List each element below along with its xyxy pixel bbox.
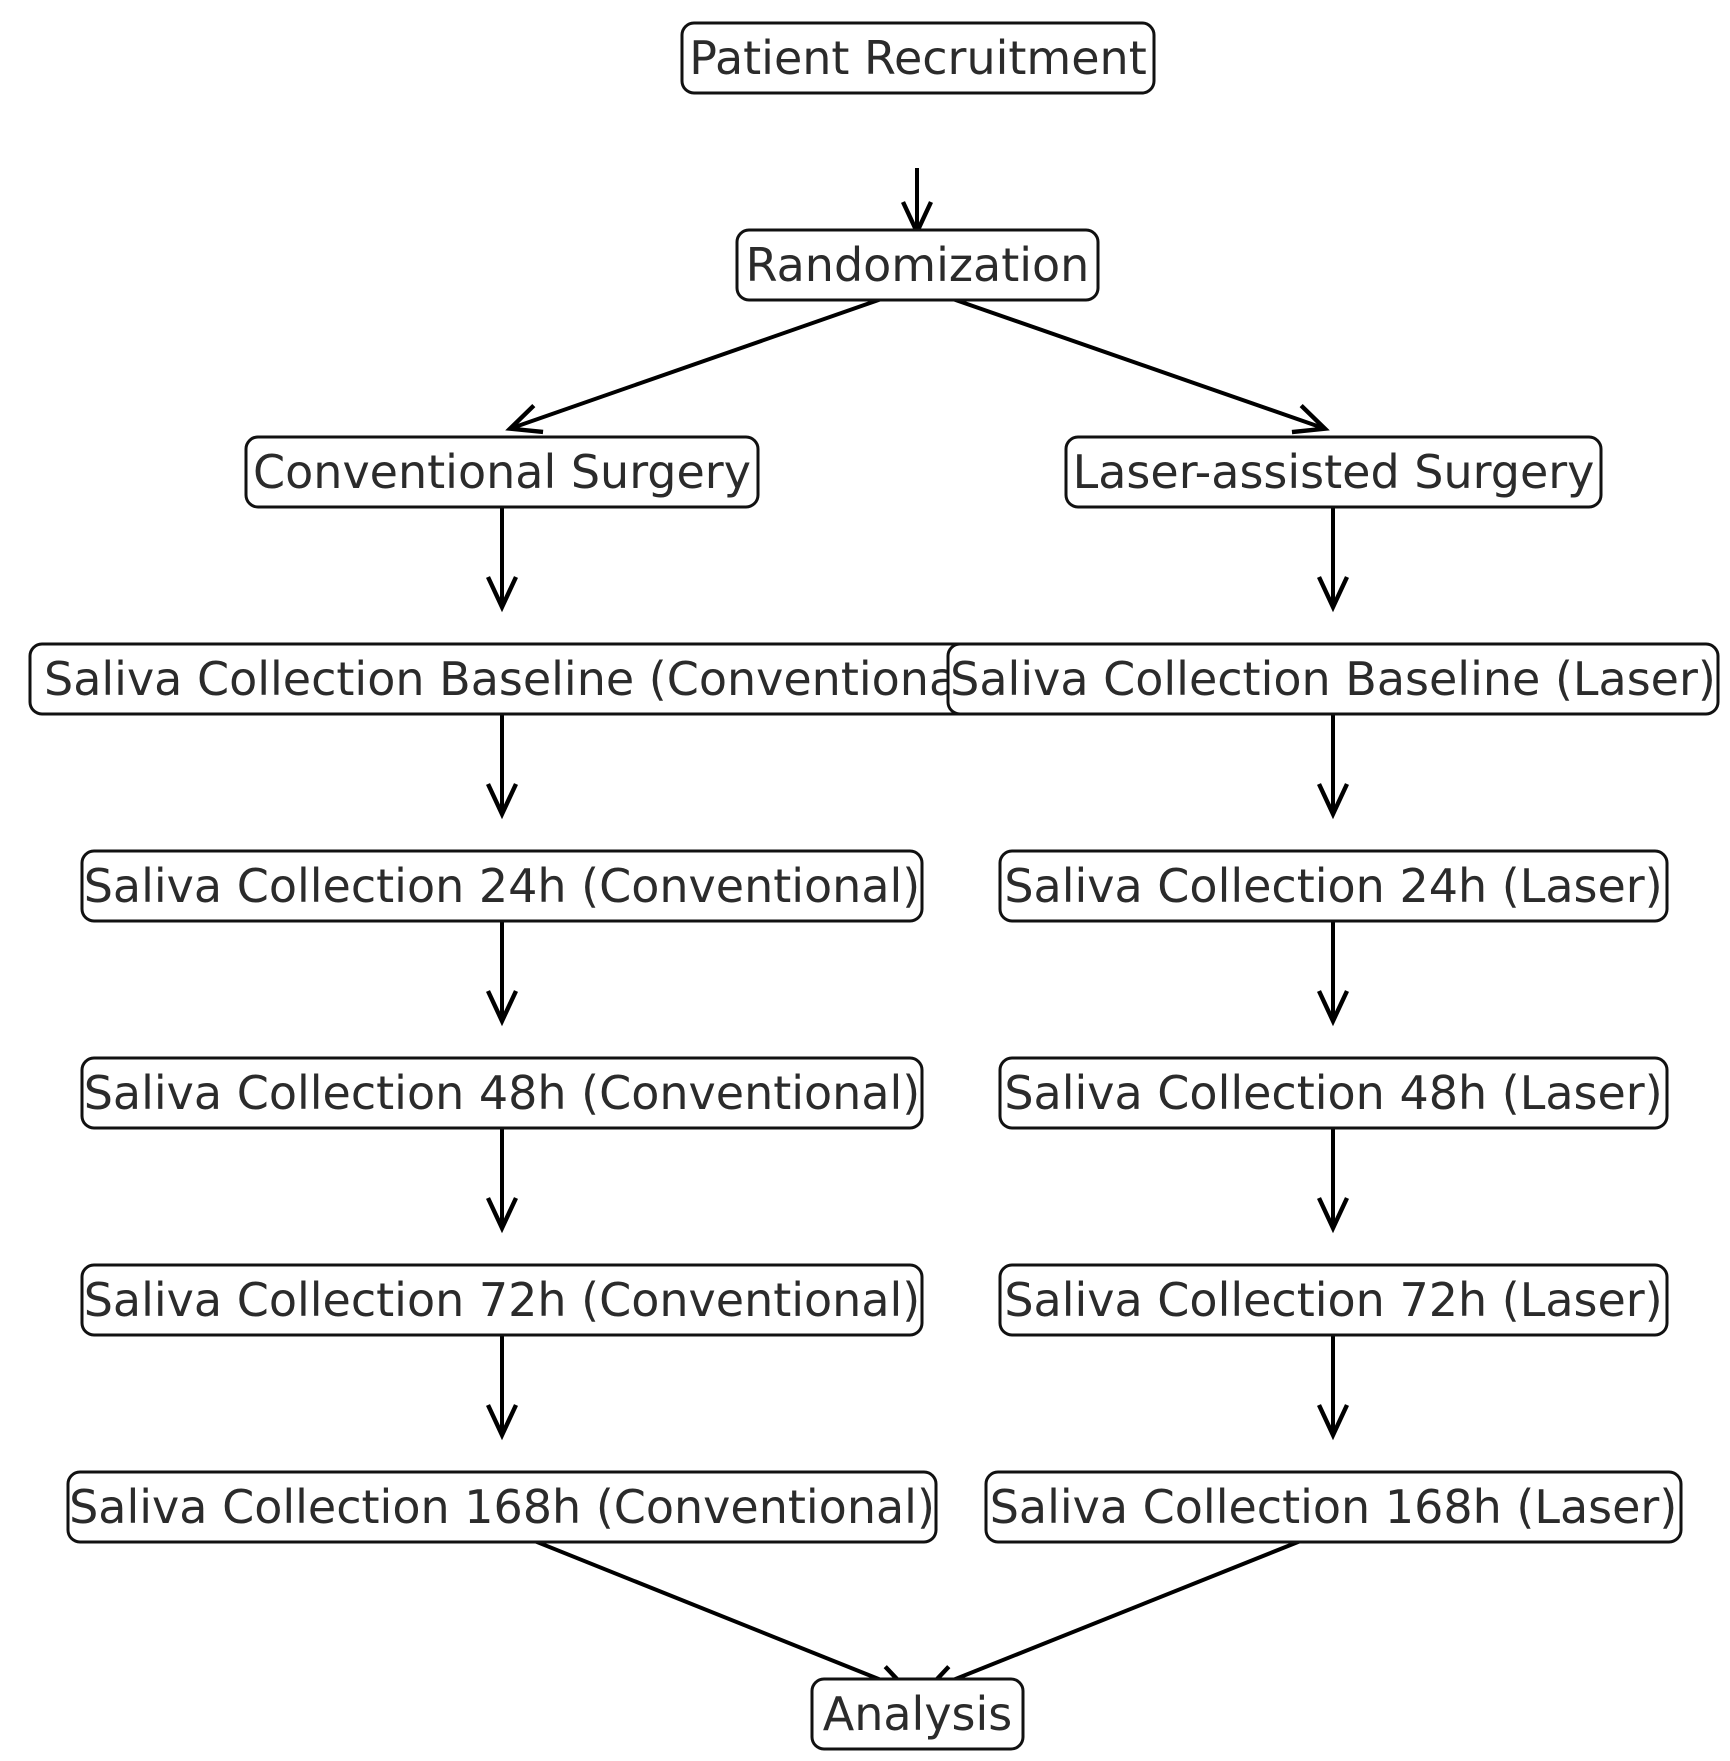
node-analysis: Analysis — [810, 1677, 1025, 1751]
node-saliva-24h-laser: Saliva Collection 24h (Laser) — [998, 849, 1669, 923]
node-label: Laser-assisted Surgery — [1073, 445, 1595, 499]
node-box — [680, 21, 1156, 95]
node-label: Saliva Collection 72h (Conventional) — [84, 1273, 921, 1327]
node-box — [984, 1470, 1683, 1544]
node-saliva-baseline-conventional: Saliva Collection Baseline (Conventional — [28, 642, 976, 716]
node-box — [998, 1056, 1669, 1130]
node-box — [80, 1056, 924, 1130]
node-box — [946, 642, 1720, 716]
node-box — [244, 435, 760, 509]
node-label: Saliva Collection 48h (Conventional) — [84, 1066, 921, 1120]
node-label: Saliva Collection 24h (Conventional) — [84, 859, 921, 913]
node-saliva-168h-laser: Saliva Collection 168h (Laser) — [984, 1470, 1683, 1544]
node-patient-recruitment: Patient Recruitment — [680, 21, 1156, 95]
node-saliva-baseline-laser: Saliva Collection Baseline (Laser) — [946, 642, 1720, 716]
node-label: Saliva Collection 48h (Laser) — [1004, 1066, 1662, 1120]
node-box — [1064, 435, 1603, 509]
node-label: Saliva Collection 72h (Laser) — [1004, 1273, 1662, 1327]
edges-layer — [486, 168, 1349, 1695]
edge-randomization-to-laser-surgery — [923, 287, 1330, 435]
node-box — [735, 228, 1100, 302]
node-saliva-72h-laser: Saliva Collection 72h (Laser) — [998, 1263, 1669, 1337]
node-box — [998, 1263, 1669, 1337]
node-label: Saliva Collection 168h (Laser) — [990, 1480, 1678, 1534]
node-box — [810, 1677, 1025, 1751]
node-laser-assisted-surgery: Laser-assisted Surgery — [1064, 435, 1603, 509]
nodes-layer: Patient Recruitment Randomization Conven… — [28, 21, 1720, 1751]
node-label: Saliva Collection 24h (Laser) — [1004, 859, 1662, 913]
node-label: Saliva Collection 168h (Conventional) — [69, 1480, 935, 1534]
node-saliva-48h-laser: Saliva Collection 48h (Laser) — [998, 1056, 1669, 1130]
node-saliva-72h-conventional: Saliva Collection 72h (Conventional) — [80, 1263, 924, 1337]
node-conventional-surgery: Conventional Surgery — [244, 435, 760, 509]
node-saliva-48h-conventional: Saliva Collection 48h (Conventional) — [80, 1056, 924, 1130]
node-label: Randomization — [746, 238, 1090, 292]
edge-conv-168h-to-analysis — [506, 1528, 913, 1695]
node-label: Saliva Collection Baseline (Conventional — [44, 652, 970, 706]
edge-laser-168h-to-analysis — [921, 1528, 1329, 1695]
node-saliva-168h-conventional: Saliva Collection 168h (Conventional) — [66, 1470, 938, 1544]
node-label: Analysis — [823, 1687, 1013, 1741]
node-box — [998, 849, 1669, 923]
node-label: Conventional Surgery — [253, 445, 751, 499]
node-box — [66, 1470, 938, 1544]
node-randomization: Randomization — [735, 228, 1100, 302]
node-saliva-24h-conventional: Saliva Collection 24h (Conventional) — [80, 849, 924, 923]
edge-randomization-to-conv-surgery — [505, 287, 911, 435]
node-label: Patient Recruitment — [689, 31, 1146, 85]
node-label: Saliva Collection Baseline (Laser) — [950, 652, 1716, 706]
node-box — [80, 849, 924, 923]
node-box — [80, 1263, 924, 1337]
